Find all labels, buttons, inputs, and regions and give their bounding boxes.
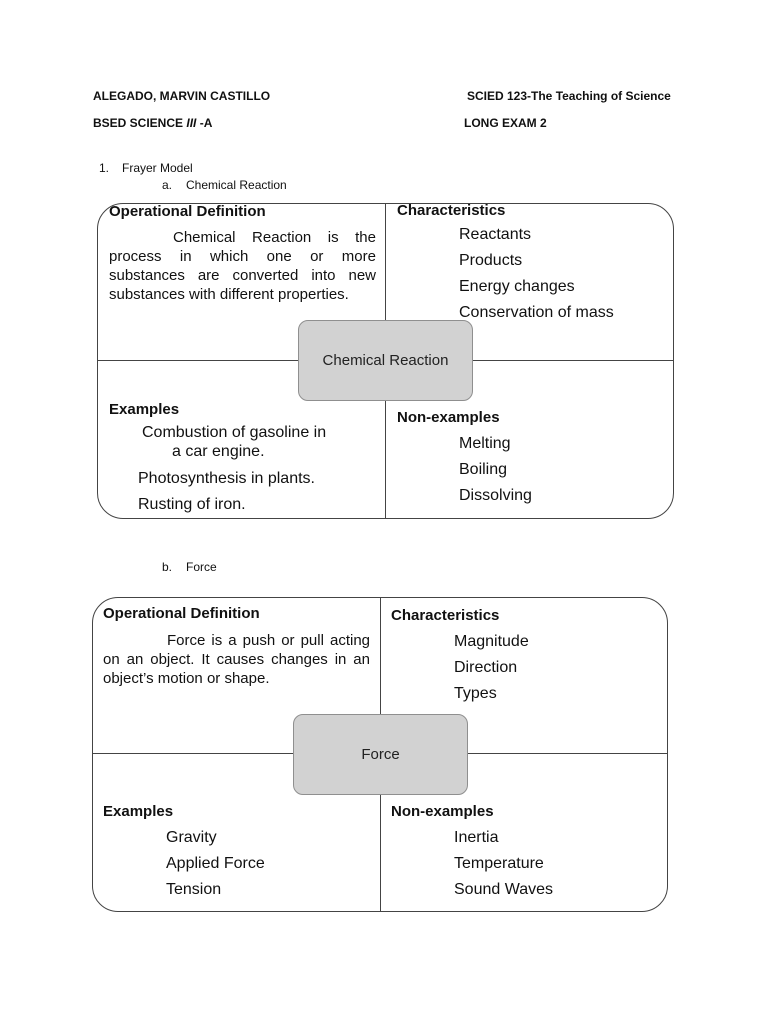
definition-title: Operational Definition: [109, 203, 266, 220]
list-item: Magnitude: [454, 633, 529, 650]
characteristics-list: Reactants Products Energy changes Conser…: [459, 222, 614, 326]
center-concept-box: Force: [293, 714, 468, 795]
section-prefix: BSED SCIENCE: [93, 116, 187, 130]
student-name: ALEGADO, MARVIN CASTILLO: [93, 89, 271, 103]
subitem-a-title: Chemical Reaction: [186, 178, 287, 192]
course-title: SCIED 123-The Teaching of Science: [467, 89, 671, 103]
nonexamples-title: Non-examples: [397, 409, 500, 426]
list-item: Melting: [459, 435, 511, 452]
definition-title: Operational Definition: [103, 605, 260, 622]
example-combustion: Combustion of gasoline in a car engine.: [142, 423, 326, 461]
definition-text: Chemical Reaction is the process in whic…: [109, 229, 376, 303]
list-item: Inertia: [454, 829, 499, 846]
characteristics-list: Magnitude Direction Types: [454, 629, 529, 707]
characteristics-title: Characteristics: [397, 202, 506, 219]
center-concept-box: Chemical Reaction: [298, 320, 473, 401]
example-rusting: Rusting of iron.: [138, 496, 246, 513]
list-item: Sound Waves: [454, 881, 554, 898]
characteristics-title: Characteristics: [391, 607, 500, 624]
nonexamples-list: Melting Boiling Dissolving: [459, 431, 532, 509]
examples-list: Gravity Applied Force Tension: [166, 825, 265, 903]
example-line: a car engine.: [172, 443, 265, 460]
examples-title: Examples: [109, 401, 180, 418]
example-line: Combustion of gasoline in: [142, 424, 327, 441]
list-item: Dissolving: [459, 487, 532, 504]
list-item: Boiling: [459, 461, 508, 478]
definition-text: Force is a push or pull acting on an obj…: [103, 632, 370, 687]
list-item: Applied Force: [166, 855, 265, 872]
frayer-model-force: Operational Definition Force is a push o…: [92, 597, 668, 912]
list-item: Tension: [166, 881, 222, 898]
list-item: Energy changes: [459, 278, 575, 295]
section-suffix: -A: [196, 116, 213, 130]
list-item: Direction: [454, 659, 518, 676]
list-item: Conservation of mass: [459, 304, 614, 321]
example-photosynthesis: Photosynthesis in plants.: [138, 470, 315, 487]
examples-title: Examples: [103, 803, 174, 820]
section-label: BSED SCIENCE III -A: [93, 116, 212, 130]
list-item: Gravity: [166, 829, 217, 846]
frayer-model-chemical-reaction: Operational Definition Chemical Reaction…: [97, 202, 674, 519]
list-item: Temperature: [454, 855, 544, 872]
subitem-a-label: a.: [162, 178, 173, 192]
nonexamples-list: Inertia Temperature Sound Waves: [454, 825, 553, 903]
item-number: 1.: [99, 161, 110, 175]
list-item: Products: [459, 252, 523, 269]
section-year: III: [186, 116, 197, 130]
list-item: Types: [454, 685, 497, 702]
nonexamples-title: Non-examples: [391, 803, 494, 820]
exam-title: LONG EXAM 2: [464, 116, 547, 130]
subitem-b-label: b.: [162, 560, 173, 574]
subitem-b-title: Force: [186, 560, 217, 574]
list-item: Reactants: [459, 226, 532, 243]
item-title: Frayer Model: [122, 161, 193, 175]
